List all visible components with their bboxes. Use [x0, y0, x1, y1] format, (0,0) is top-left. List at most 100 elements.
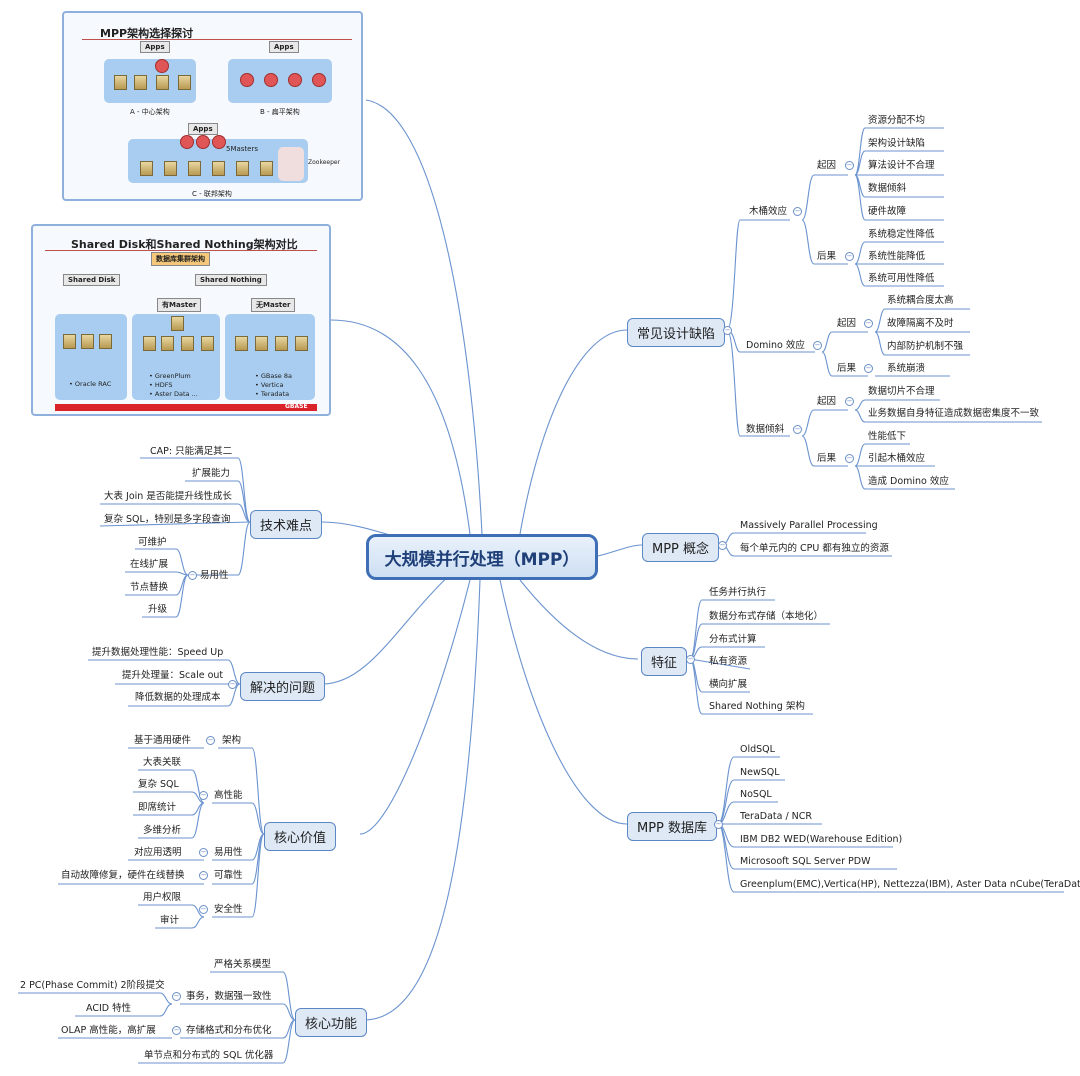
domino-houguo-item[interactable]: 系统崩溃	[887, 363, 926, 374]
collapse-icon[interactable]: −	[199, 905, 208, 914]
node-gongneng-shiwu[interactable]: 事务，数据强一致性	[186, 991, 272, 1002]
collapse-icon[interactable]: −	[845, 252, 854, 261]
qingxie-houguo-item[interactable]: 性能低下	[868, 431, 907, 442]
root-node[interactable]: 大规模并行处理（MPP）	[366, 534, 598, 580]
tezheng-item[interactable]: 横向扩展	[709, 679, 748, 690]
jiazhi-anquan-item[interactable]: 用户权限	[143, 892, 182, 903]
collapse-icon[interactable]: −	[845, 161, 854, 170]
jiazhi-yiyong-item[interactable]: 对应用透明	[134, 847, 182, 858]
wenti-item[interactable]: 降低数据的处理成本	[135, 692, 221, 703]
jiazhi-kekao-item[interactable]: 自动故障修复，硬件在线替换	[61, 870, 185, 881]
domino-qiyin-item[interactable]: 故障隔离不及时	[887, 318, 954, 329]
node-qingxie-qiyin[interactable]: 起因	[817, 396, 837, 407]
domino-qiyin-item[interactable]: 系统耦合度太高	[887, 295, 954, 306]
mutong-houguo-item[interactable]: 系统性能降低	[868, 251, 926, 262]
node-mutong[interactable]: 木桶效应	[749, 206, 788, 217]
jiazhi-gaoxingneng-item[interactable]: 即席统计	[138, 802, 177, 813]
shujuku-item[interactable]: Greenplum(EMC),Vertica(HP), Nettezza(IBM…	[740, 879, 1080, 890]
shujuku-item[interactable]: TeraData / NCR	[740, 811, 813, 822]
node-wenti[interactable]: 解决的问题	[240, 672, 326, 701]
domino-qiyin-item[interactable]: 内部防护机制不强	[887, 341, 964, 352]
node-jiazhi[interactable]: 核心价值	[264, 822, 337, 851]
collapse-icon[interactable]: −	[188, 571, 197, 580]
collapse-icon[interactable]: −	[793, 207, 802, 216]
node-domino[interactable]: Domino 效应	[746, 340, 805, 351]
mutong-qiyin-item[interactable]: 数据倾斜	[868, 183, 907, 194]
node-gainian[interactable]: MPP 概念	[642, 533, 720, 562]
node-nandian-yiyong[interactable]: 易用性	[200, 570, 229, 581]
gongneng-item-bottom[interactable]: 单节点和分布式的 SQL 优化器	[144, 1050, 274, 1061]
collapse-icon[interactable]: −	[172, 1026, 181, 1035]
collapse-icon[interactable]: −	[199, 871, 208, 880]
mutong-qiyin-item[interactable]: 硬件故障	[868, 206, 907, 217]
qingxie-qiyin-item[interactable]: 业务数据自身特征造成数据密集度不一致	[868, 408, 1040, 419]
nandian-yiyong-item[interactable]: 在线扩展	[130, 559, 169, 570]
node-jiazhi-yiyong[interactable]: 易用性	[214, 847, 243, 858]
node-domino-qiyin[interactable]: 起因	[837, 318, 857, 329]
collapse-icon[interactable]: −	[686, 655, 695, 664]
collapse-icon[interactable]: −	[845, 397, 854, 406]
collapse-icon[interactable]: −	[228, 680, 237, 689]
node-gongneng-cunchu[interactable]: 存储格式和分布优化	[186, 1025, 272, 1036]
tezheng-item[interactable]: 任务并行执行	[709, 587, 767, 598]
jiazhi-gaoxingneng-item[interactable]: 大表关联	[143, 757, 182, 768]
mutong-houguo-item[interactable]: 系统稳定性降低	[868, 229, 935, 240]
gainian-item[interactable]: 每个单元内的 CPU 都有独立的资源	[740, 543, 889, 554]
collapse-icon[interactable]: −	[723, 326, 732, 335]
nandian-item[interactable]: 大表 Join 是否能提升线性成长	[104, 491, 232, 502]
node-mutong-houguo[interactable]: 后果	[817, 251, 837, 262]
tezheng-item[interactable]: 私有资源	[709, 656, 748, 667]
node-jiazhi-gaoxingneng[interactable]: 高性能	[214, 790, 243, 801]
shujuku-item[interactable]: NoSQL	[740, 789, 772, 800]
node-domino-houguo[interactable]: 后果	[837, 363, 857, 374]
jiazhi-anquan-item[interactable]: 审计	[160, 915, 180, 926]
collapse-icon[interactable]: −	[845, 454, 854, 463]
tezheng-item[interactable]: 数据分布式存储（本地化）	[709, 611, 824, 622]
wenti-item[interactable]: 提升处理量：Scale out	[122, 670, 224, 681]
nandian-item[interactable]: CAP: 只能满足其二	[150, 446, 233, 457]
mutong-qiyin-item[interactable]: 算法设计不合理	[868, 160, 935, 171]
node-jiazhi-kekao[interactable]: 可靠性	[214, 870, 243, 881]
collapse-icon[interactable]: −	[864, 364, 873, 373]
node-jiazhi-anquan[interactable]: 安全性	[214, 904, 243, 915]
collapse-icon[interactable]: −	[199, 848, 208, 857]
node-tezheng[interactable]: 特征	[641, 647, 688, 676]
node-nandian[interactable]: 技术难点	[250, 510, 323, 539]
qingxie-houguo-item[interactable]: 造成 Domino 效应	[868, 476, 949, 487]
node-jiazhi-jiagou[interactable]: 架构	[222, 735, 242, 746]
jiazhi-gaoxingneng-item[interactable]: 多维分析	[143, 825, 182, 836]
qingxie-qiyin-item[interactable]: 数据切片不合理	[868, 386, 935, 397]
node-gongneng[interactable]: 核心功能	[295, 1008, 368, 1037]
collapse-icon[interactable]: −	[864, 319, 873, 328]
shujuku-item[interactable]: Microsooft SQL Server PDW	[740, 856, 871, 867]
mutong-qiyin-item[interactable]: 资源分配不均	[868, 115, 926, 126]
collapse-icon[interactable]: −	[172, 992, 181, 1001]
gongneng-shiwu-item[interactable]: ACID 特性	[86, 1003, 132, 1014]
collapse-icon[interactable]: −	[718, 541, 727, 550]
gongneng-shiwu-item[interactable]: 2 PC(Phase Commit) 2阶段提交	[20, 980, 165, 991]
gongneng-item-top[interactable]: 严格关系模型	[214, 959, 272, 970]
shujuku-item[interactable]: IBM DB2 WED(Warehouse Edition)	[740, 834, 903, 845]
wenti-item[interactable]: 提升数据处理性能：Speed Up	[92, 647, 224, 658]
tezheng-item[interactable]: 分布式计算	[709, 634, 757, 645]
mutong-qiyin-item[interactable]: 架构设计缺陷	[868, 138, 926, 149]
node-qingxie[interactable]: 数据倾斜	[746, 424, 785, 435]
collapse-icon[interactable]: −	[793, 425, 802, 434]
shujuku-item[interactable]: OldSQL	[740, 744, 775, 755]
gongneng-cunchu-item[interactable]: OLAP 高性能，高扩展	[61, 1025, 156, 1036]
collapse-icon[interactable]: −	[199, 791, 208, 800]
node-changjian[interactable]: 常见设计缺陷	[627, 318, 726, 347]
nandian-item[interactable]: 扩展能力	[192, 468, 231, 479]
tezheng-item[interactable]: Shared Nothing 架构	[709, 701, 805, 712]
nandian-yiyong-item[interactable]: 节点替换	[130, 582, 169, 593]
jiazhi-gaoxingneng-item[interactable]: 复杂 SQL	[138, 779, 179, 790]
qingxie-houguo-item[interactable]: 引起木桶效应	[868, 453, 926, 464]
nandian-yiyong-item[interactable]: 可维护	[138, 537, 167, 548]
jiazhi-jiagou-item[interactable]: 基于通用硬件	[134, 735, 192, 746]
node-shujuku[interactable]: MPP 数据库	[627, 812, 718, 841]
nandian-item[interactable]: 复杂 SQL，特别是多字段查询	[104, 514, 231, 525]
node-mutong-qiyin[interactable]: 起因	[817, 160, 837, 171]
mutong-houguo-item[interactable]: 系统可用性降低	[868, 273, 935, 284]
collapse-icon[interactable]: −	[206, 736, 215, 745]
nandian-yiyong-item[interactable]: 升级	[148, 604, 168, 615]
